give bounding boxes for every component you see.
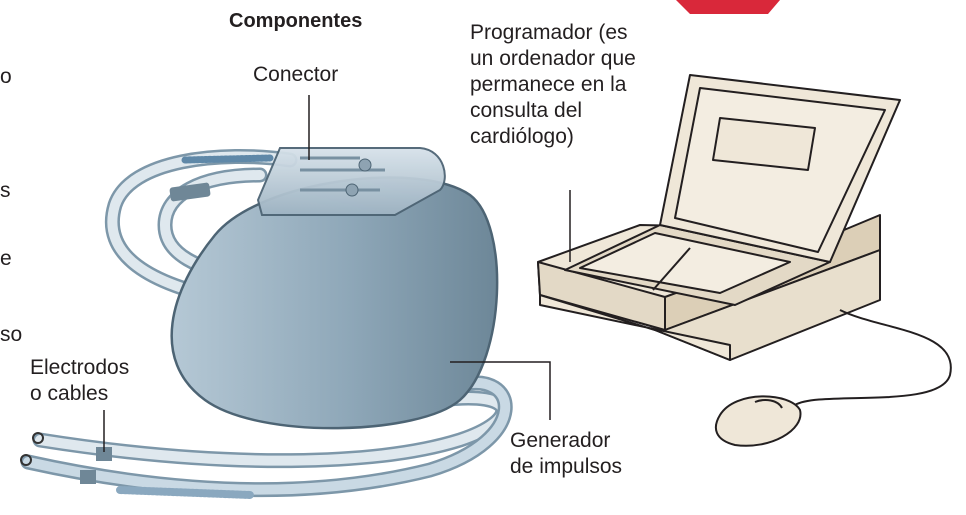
- diagram-title: Componentes: [229, 10, 363, 32]
- connector-label: Conector: [253, 63, 339, 86]
- programmer-label: Programador (es un ordenador que permane…: [470, 21, 636, 148]
- mouse-icon: [714, 309, 952, 447]
- accent-shape: [676, 0, 780, 14]
- edge-text-fragment: e: [0, 247, 12, 270]
- edge-text-fragment: s: [0, 179, 11, 202]
- pacemaker-generator-icon: [170, 147, 499, 430]
- programmer-laptop-icon: [537, 74, 901, 361]
- leader-lines: [103, 95, 571, 452]
- generator-label: Generador de impulsos: [510, 429, 623, 478]
- edge-text-fragment: o: [0, 65, 12, 88]
- edge-text-fragment: so: [0, 323, 23, 346]
- leads-label: Electrodos o cables: [30, 356, 130, 405]
